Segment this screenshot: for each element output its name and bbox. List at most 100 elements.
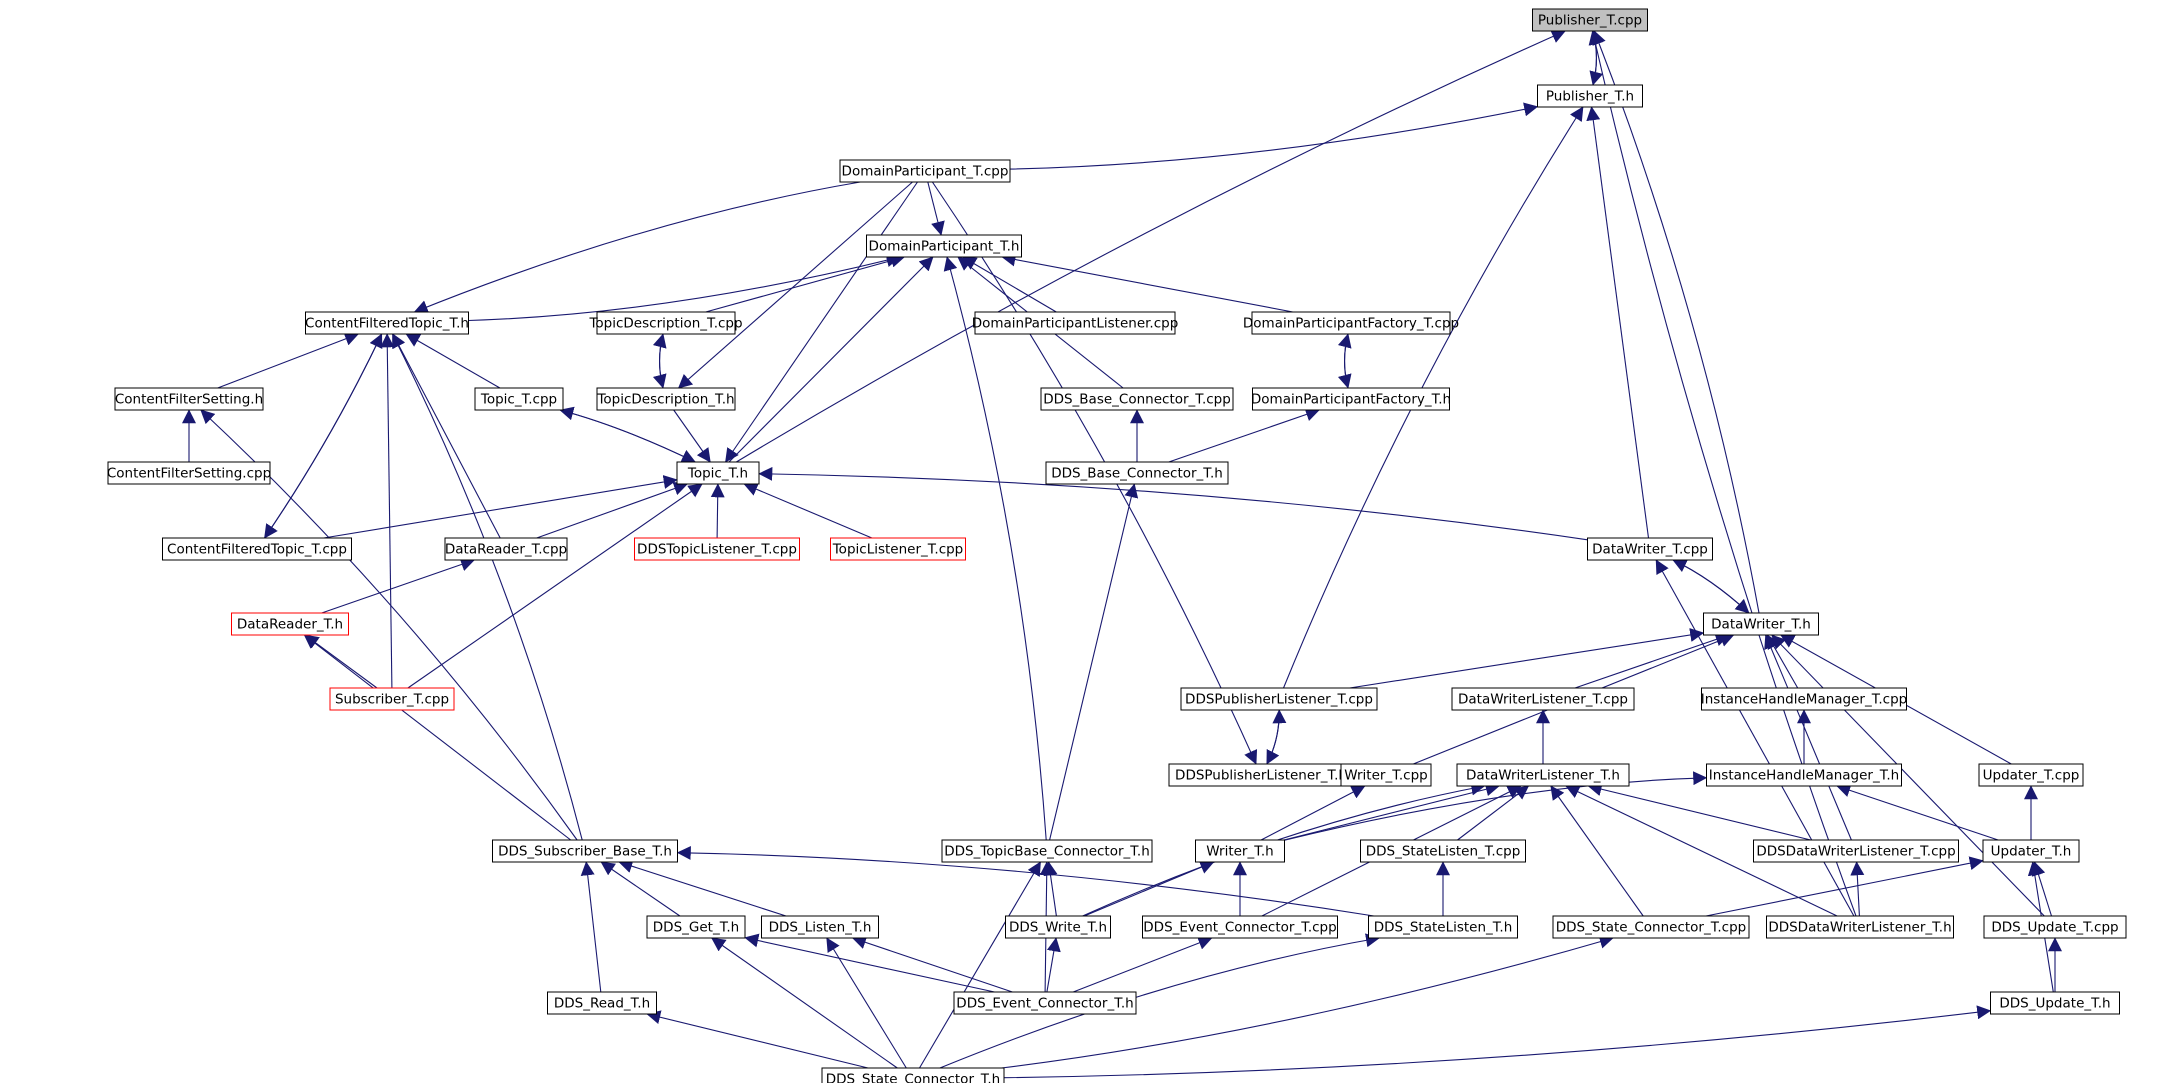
node-dds_state_connector_t_h[interactable]: DDS_State_Connector_T.h [821,1067,1005,1083]
node-dds_statelisten_t_h[interactable]: DDS_StateListen_T.h [1368,915,1518,939]
node-domainparticipantlistener_cpp[interactable]: DomainParticipantListener.cpp [972,311,1179,335]
node-ddstopiclistener_t_cpp[interactable]: DDSTopicListener_T.cpp [634,537,800,561]
edge-subscriber_t_cpp-to-contentfilteredtopic_t_h [380,333,395,689]
node-dds_subscriber_base_t_h[interactable]: DDS_Subscriber_Base_T.h [492,839,678,863]
node-box [305,311,469,335]
node-topicdescription_t_h[interactable]: TopicDescription_T.h [596,387,736,411]
node-label: DDS_Read_T.h [554,996,650,1012]
edge-datawriter_t_cpp-to-datawriter_t_h [1672,559,1750,614]
node-label: Publisher_T.cpp [1538,13,1642,29]
node-dds_base_connector_t_h[interactable]: DDS_Base_Connector_T.h [1045,461,1229,485]
node-box [1251,311,1451,335]
node-domainparticipant_t_cpp[interactable]: DomainParticipant_T.cpp [839,159,1011,183]
node-box [107,461,271,485]
node-box [1753,839,1959,863]
edge-dds_topicbase_connector_t_h-to-domainparticipant_t_h [943,256,1047,841]
node-label: Writer_T.cpp [1344,768,1427,784]
node-datawriterlistener_t_h[interactable]: DataWriterListener_T.h [1456,763,1630,787]
node-dds_get_t_h[interactable]: DDS_Get_T.h [646,915,746,939]
node-box [1978,763,2084,787]
edge-domainparticipantfactory_t_cpp-to-domainparticipant_t_h [1001,252,1294,313]
node-dds_topicbase_connector_t_h[interactable]: DDS_TopicBase_Connector_T.h [941,839,1153,863]
edge-topic_t_cpp-to-topic_t_h [559,409,696,463]
node-label: DDS_Base_Connector_T.cpp [1043,392,1231,408]
edge-dds_base_connector_t_h-to-domainparticipantfactory_t_h [1168,407,1320,463]
node-dds_write_t_h[interactable]: DDS_Write_T.h [1005,915,1111,939]
node-dds_listen_t_h[interactable]: DDS_Listen_T.h [761,915,879,939]
node-dds_read_t_h[interactable]: DDS_Read_T.h [547,991,657,1015]
node-label: InstanceHandleManager_T.h [1709,768,1899,784]
node-box [761,915,879,939]
node-label: ContentFilterSetting.cpp [107,466,271,482]
node-updater_t_cpp[interactable]: Updater_T.cpp [1978,763,2084,787]
edge-ddsdatawriterlistener_t_h-to-datawriterlistener_t_h [1565,785,1838,917]
node-contentfiltersetting_h[interactable]: ContentFilterSetting.h [114,387,264,411]
node-domainparticipantfactory_t_cpp[interactable]: DomainParticipantFactory_T.cpp [1243,311,1459,335]
node-dds_update_t_cpp[interactable]: DDS_Update_T.cpp [1983,915,2127,939]
node-topic_t_cpp[interactable]: Topic_T.cpp [474,387,564,411]
node-box [1045,461,1229,485]
node-box [1532,8,1648,32]
node-datareader_t_cpp[interactable]: DataReader_T.cpp [444,537,568,561]
node-label: DomainParticipant_T.cpp [842,164,1009,180]
node-box [1701,687,1907,711]
node-topic_t_h[interactable]: Topic_T.h [676,461,760,485]
node-writer_t_cpp[interactable]: Writer_T.cpp [1340,763,1432,787]
node-datawriter_t_h[interactable]: DataWriter_T.h [1703,612,1819,636]
node-box [830,537,966,561]
node-dds_state_connector_t_cpp[interactable]: DDS_State_Connector_T.cpp [1552,915,1750,939]
node-box [1990,991,2120,1015]
node-box [821,1067,1005,1083]
node-label: Topic_T.h [687,466,748,482]
edge-subscriber_t_cpp-to-topic_t_h [407,483,703,689]
node-instancehandlemanager_t_h[interactable]: InstanceHandleManager_T.h [1706,763,1902,787]
node-box [634,537,800,561]
node-datawriterlistener_t_cpp[interactable]: DataWriterListener_T.cpp [1451,687,1635,711]
node-datawriter_t_cpp[interactable]: DataWriter_T.cpp [1587,537,1713,561]
edge-datawriter_t_cpp-to-publisher_t_h [1586,106,1650,539]
node-layer: Publisher_T.cppPublisher_T.hDomainPartic… [107,8,2127,1083]
node-ddspublisherlistener_t_cpp[interactable]: DDSPublisherListener_T.cpp [1180,687,1378,711]
node-topiclistener_t_cpp[interactable]: TopicListener_T.cpp [830,537,966,561]
node-datareader_t_h[interactable]: DataReader_T.h [231,612,349,636]
node-dds_base_connector_t_cpp[interactable]: DDS_Base_Connector_T.cpp [1040,387,1234,411]
node-topicdescription_t_cpp[interactable]: TopicDescription_T.cpp [588,311,743,335]
node-dds_statelisten_t_cpp[interactable]: DDS_StateListen_T.cpp [1360,839,1526,863]
node-dds_event_connector_t_h[interactable]: DDS_Event_Connector_T.h [953,991,1137,1015]
node-label: DDS_StateListen_T.cpp [1366,844,1521,860]
node-publisher_t_cpp[interactable]: Publisher_T.cpp [1532,8,1648,32]
node-ddspublisherlistener_t_h[interactable]: DDSPublisherListener_T.h [1168,763,1354,787]
node-contentfiltersetting_cpp[interactable]: ContentFilterSetting.cpp [107,461,271,485]
node-label: DomainParticipantListener.cpp [972,316,1179,332]
node-label: DDS_State_Connector_T.h [826,1072,1000,1083]
node-domainparticipant_t_h[interactable]: DomainParticipant_T.h [866,234,1022,258]
edge-domainparticipant_t_cpp-to-domainparticipant_t_h [927,181,945,236]
node-writer_t_h[interactable]: Writer_T.h [1195,839,1285,863]
node-box [114,387,264,411]
edge-subscriber_t_cpp-to-datareader_t_h [304,634,378,689]
node-dds_update_t_h[interactable]: DDS_Update_T.h [1990,991,2120,1015]
node-domainparticipantfactory_t_h[interactable]: DomainParticipantFactory_T.h [1251,387,1451,411]
node-ddsdatawriterlistener_t_h[interactable]: DDSDataWriterListener_T.h [1766,915,1954,939]
node-publisher_t_h[interactable]: Publisher_T.h [1537,84,1643,108]
edge-topic_t_cpp-to-contentfilteredtopic_t_h [405,333,501,389]
node-label: DDS_Listen_T.h [769,920,872,936]
node-instancehandlemanager_t_cpp[interactable]: InstanceHandleManager_T.cpp [1701,687,1907,711]
node-label: InstanceHandleManager_T.cpp [1701,692,1907,708]
node-box [596,311,736,335]
node-updater_t_h[interactable]: Updater_T.h [1982,839,2080,863]
edge-domainparticipantlistener_cpp-to-domainparticipant_t_h [962,256,1057,313]
node-contentfilteredtopic_t_cpp[interactable]: ContentFilteredTopic_T.cpp [162,537,352,561]
node-contentfilteredtopic_t_h[interactable]: ContentFilteredTopic_T.h [305,311,469,335]
edge-topic_t_h-to-topic_t_cpp [559,406,696,463]
node-ddsdatawriterlistener_t_cpp[interactable]: DDSDataWriterListener_T.cpp [1753,839,1959,863]
node-box [162,537,352,561]
node-box [547,991,657,1015]
edge-domainparticipant_t_cpp-to-contentfilteredtopic_t_h [413,181,861,314]
node-box [1703,612,1819,636]
node-label: DataWriter_T.cpp [1592,542,1708,558]
node-subscriber_t_cpp[interactable]: Subscriber_T.cpp [329,687,455,711]
node-dds_event_connector_t_cpp[interactable]: DDS_Event_Connector_T.cpp [1142,915,1338,939]
edge-contentfilteredtopic_t_h-to-contentfilteredtopic_t_cpp [264,333,383,539]
